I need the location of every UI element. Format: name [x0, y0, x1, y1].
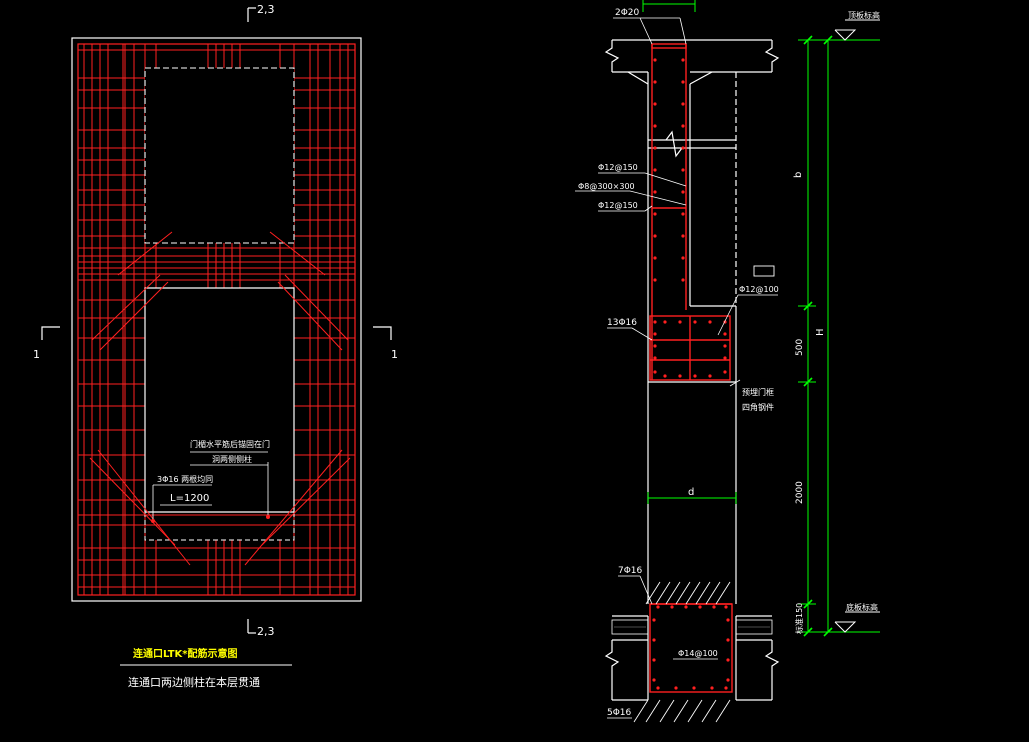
- label-base-stirrup: Φ14@100: [678, 649, 718, 658]
- dim-150-value: 150: [795, 603, 804, 618]
- label-embed-line2: 四角钢件: [742, 402, 774, 412]
- top-level-label: 顶板标高: [848, 10, 880, 20]
- door-opening: [144, 287, 295, 512]
- label-side-bars: Φ12@100: [739, 285, 779, 294]
- label-stirrup-bottom: Φ12@150: [598, 201, 638, 210]
- elevation-outline: [71, 37, 362, 602]
- label-embed-line1: 预埋门框: [742, 387, 774, 397]
- section-mark-right: 1: [391, 348, 398, 361]
- elevation-rebar-grid: [78, 44, 355, 595]
- label-tie: Φ8@300×300: [578, 182, 635, 191]
- dim-150-prefix: 标准: [794, 618, 804, 634]
- section-mark-bottom: 2,3: [257, 625, 275, 638]
- label-base-bars: 5Φ16: [607, 708, 632, 718]
- lintel-note-line2: 洞两侧侧柱: [212, 454, 252, 464]
- dim-150: 标准150: [794, 603, 804, 634]
- diagonal-corner-bars: [89, 231, 351, 566]
- section-mark-left: 1: [33, 348, 40, 361]
- upper-opening: [144, 67, 295, 244]
- lintel-note-line1: 门楣水平筋后锚固在门: [190, 439, 270, 449]
- bar-length: L=1200: [170, 493, 209, 504]
- section-view: d 2Φ20 Φ12@150 Φ8@300×300 Φ12@150 Φ12@10…: [575, 0, 880, 723]
- bottom-level-label: 底板标高: [846, 602, 878, 612]
- dim-b: b: [793, 172, 804, 178]
- dim-total-h: H: [815, 328, 826, 336]
- section-mark-top: 2,3: [257, 3, 275, 16]
- label-top-bars: 2Φ20: [615, 8, 640, 18]
- dim-500: 500: [795, 339, 805, 356]
- label-stirrup-top: Φ12@150: [598, 163, 638, 172]
- drawing-title: 连通口LTK*配筋示意图: [133, 647, 238, 660]
- section-rebar-dots: [652, 58, 730, 690]
- drawing-subtitle: 连通口两边侧柱在本层贯通: [128, 675, 260, 689]
- elevation-view: 门楣水平筋后锚固在门 洞两侧侧柱 3Φ16 两根均同 L=1200 2,3 2,…: [33, 3, 398, 638]
- label-sill-bars: 7Φ16: [618, 566, 643, 576]
- width-dim-d: d: [688, 487, 694, 498]
- dim-2000: 2000: [795, 481, 805, 504]
- label-beam-bars: 13Φ16: [607, 318, 637, 328]
- bars-note: 3Φ16 两根均同: [157, 474, 213, 484]
